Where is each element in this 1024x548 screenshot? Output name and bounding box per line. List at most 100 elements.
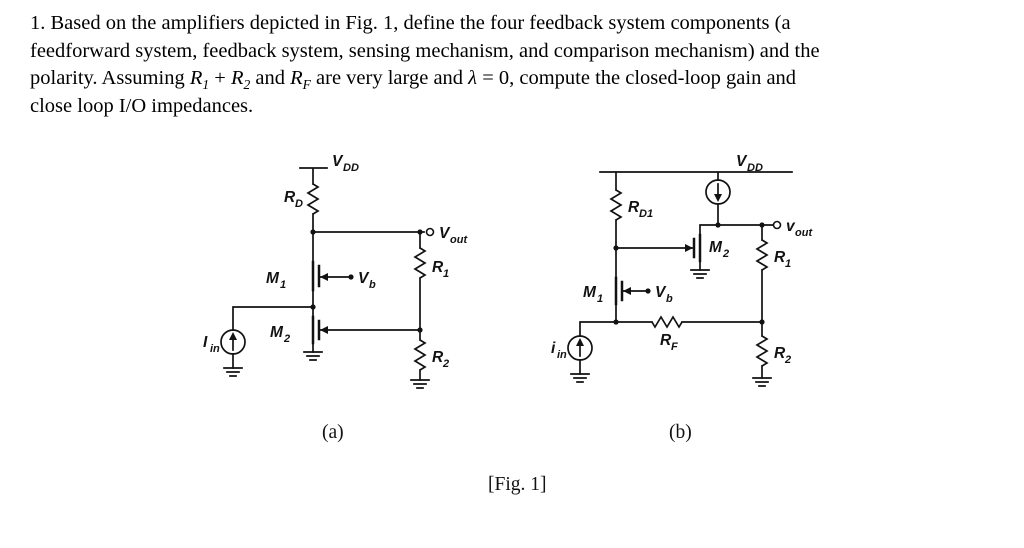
ground-r2-b	[752, 377, 772, 387]
math-r2-sub-text: 2	[243, 77, 251, 93]
wires-a	[232, 167, 425, 381]
problem-line-1: 1. Based on the amplifiers depicted in F…	[30, 12, 791, 34]
math-rf-sub-text: F	[302, 77, 311, 93]
resistor-r1-b	[755, 239, 769, 271]
node-b-input	[613, 319, 619, 325]
label-vout-a-sub: out	[450, 234, 468, 246]
resistor-r2-b	[755, 335, 769, 367]
mosfet-m2-a	[311, 315, 328, 345]
current-source-iin-a	[220, 329, 246, 355]
label-rd: R	[284, 189, 296, 206]
label-r1-b: R	[774, 249, 786, 266]
label-r1-b-sub: 1	[785, 258, 791, 270]
node-b-r1-top	[759, 222, 765, 228]
line3-text-2: are very large and	[310, 67, 469, 89]
resistor-r2-a	[413, 339, 427, 371]
line3-text-3: = 0, compute the closed-loop gain and	[477, 67, 797, 89]
node-b-feedback	[759, 319, 765, 325]
label-m1-b: M	[583, 284, 597, 301]
label-iin-a-sub: in	[210, 343, 220, 355]
label-vout-b-sub: out	[795, 227, 813, 239]
node-b-rd1-gate	[613, 245, 619, 251]
load-b-circle	[705, 179, 731, 205]
label-r2-a: R	[432, 349, 444, 366]
vout-terminal-b	[772, 220, 782, 230]
problem-line-2: feedforward system, feedback system, sen…	[30, 39, 820, 62]
label-iin-b-sub: in	[557, 349, 567, 361]
label-m1-b-sub: 1	[597, 293, 603, 305]
node-b-vb	[645, 288, 651, 294]
iin-a-arrow-head	[229, 332, 237, 340]
label-vdd-b-sub: DD	[747, 162, 763, 174]
line3-text-1: polarity. Assuming	[30, 67, 190, 89]
resistor-r1-a	[413, 247, 427, 279]
mosfet-m2-b	[685, 233, 702, 263]
ground-m2-a	[303, 351, 323, 361]
iin-a-circle	[220, 329, 246, 355]
label-vout-a: V	[439, 225, 451, 242]
m1a-arrow	[320, 273, 328, 281]
label-rd-sub: D	[295, 198, 303, 210]
current-source-load-b	[705, 179, 731, 205]
resistor-rf	[651, 315, 683, 329]
ground-iin-a	[223, 367, 243, 377]
label-vb-a: V	[358, 270, 370, 287]
math-lambda: λ	[468, 67, 478, 89]
m2b-arrow	[685, 244, 693, 252]
node-a-input	[310, 304, 316, 310]
load-b-arrow-head	[714, 194, 722, 202]
label-vdd-a: V	[332, 153, 344, 170]
figure-caption: [Fig. 1]	[488, 474, 547, 495]
circuit-b: V DD R D1 M 1 V b M 2 v out R 1 R F R 2 …	[551, 153, 813, 443]
label-m1-a-sub: 1	[280, 279, 286, 291]
node-a-vb	[348, 274, 354, 280]
node-a-rd-out	[310, 229, 316, 235]
label-m2-a: M	[270, 324, 284, 341]
node-a-feedback	[417, 327, 423, 333]
ground-m2-b	[690, 269, 710, 279]
label-vout-b: v	[786, 218, 796, 235]
label-iin-a: I	[203, 334, 208, 351]
iin-b-arrow-head	[576, 338, 584, 346]
circuit-a: V DD R D V out M 1 V b R 1 M 2 R 2 I in …	[203, 153, 468, 443]
m1b-arrow	[623, 287, 631, 295]
mosfet-m1-a	[311, 260, 328, 292]
label-rf: R	[660, 332, 672, 349]
label-r1-a-sub: 1	[443, 268, 449, 280]
label-m1-a: M	[266, 270, 280, 287]
label-m2-b-sub: 2	[722, 248, 729, 260]
label-m2-b: M	[709, 239, 723, 256]
iin-b-circle	[567, 335, 593, 361]
math-r1-sub-text: 1	[202, 77, 210, 93]
node-a-r1-top	[417, 229, 423, 235]
label-vb-a-sub: b	[369, 279, 376, 291]
label-iin-b: i	[551, 340, 556, 357]
label-m2-a-sub: 2	[283, 333, 290, 345]
vout-terminal-a	[425, 227, 435, 237]
label-r2-b: R	[774, 345, 786, 362]
math-r1: R	[189, 67, 203, 89]
label-r1-a: R	[432, 259, 444, 276]
current-source-iin-b	[567, 335, 593, 361]
math-r2-subscript: 2	[243, 77, 250, 92]
label-rf-sub: F	[671, 341, 678, 353]
label-r2-b-sub: 2	[784, 354, 791, 366]
m2a-arrow	[320, 326, 328, 334]
math-r1-subscript: 1	[202, 77, 209, 92]
line3-plus: +	[209, 67, 231, 89]
math-rf-subscript: F	[303, 77, 311, 92]
mosfet-m1-b	[614, 276, 631, 306]
resistor-rd	[306, 183, 320, 215]
caption-a: (a)	[322, 422, 344, 443]
node-b-csource	[715, 222, 721, 228]
label-vb-b: V	[655, 284, 667, 301]
label-vb-b-sub: b	[666, 293, 673, 305]
line3-and: and	[250, 67, 291, 89]
label-vdd-a-sub: DD	[343, 162, 359, 174]
resistor-rd1	[609, 189, 623, 221]
problem-line-4: close loop I/O impedances.	[30, 94, 254, 117]
label-rd1-sub: D1	[639, 208, 653, 220]
caption-b: (b)	[669, 422, 692, 443]
